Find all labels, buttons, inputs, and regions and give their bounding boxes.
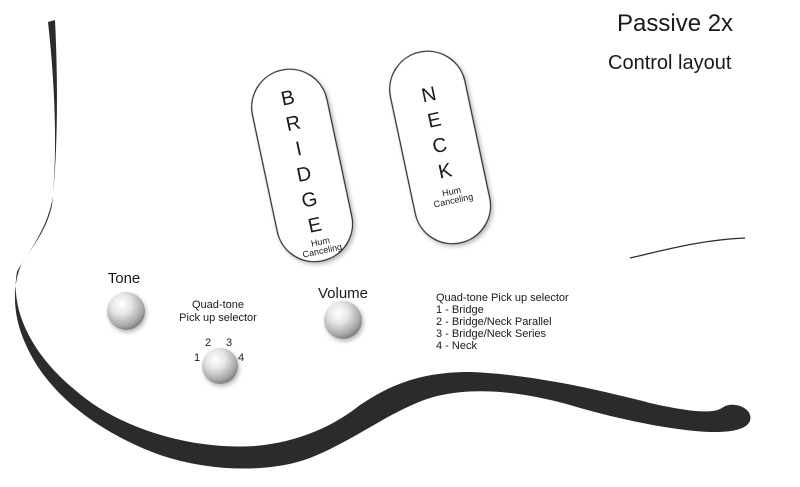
legend-item: 1 - Bridge <box>436 304 484 316</box>
legend-item: 3 - Bridge/Neck Series <box>436 328 547 340</box>
bridge-pickup-body <box>251 68 354 263</box>
neck-hum-label: Hum <box>441 185 462 199</box>
bridge-hum-label: Hum <box>310 235 331 249</box>
volume-label: Volume <box>318 285 368 302</box>
pickup-selector-knob[interactable] <box>202 348 238 384</box>
selector-position-1: 1 <box>194 352 200 364</box>
selector-legend: Quad-tone Pick up selector 1 - Bridge 2 … <box>436 292 569 352</box>
diagram-subtitle: Control layout <box>608 52 732 74</box>
bridge-letter: G <box>300 188 320 213</box>
bridge-pickup: B R I D G E Hum Canceling <box>251 68 354 263</box>
volume-knob[interactable] <box>324 301 362 339</box>
selector-position-3: 3 <box>226 337 232 349</box>
neck-letter: E <box>426 108 444 132</box>
bridge-letter: R <box>284 112 303 137</box>
selector-label-line2: Pick up selector <box>179 312 257 324</box>
tone-label: Tone <box>108 270 141 287</box>
neck-pickup-body <box>389 50 492 245</box>
guitar-body-outline <box>14 20 751 469</box>
bridge-letter: E <box>306 213 324 237</box>
neck-letter: K <box>436 159 454 183</box>
guitar-horn-edge <box>629 237 746 259</box>
legend-item: 2 - Bridge/Neck Parallel <box>436 316 552 328</box>
legend-heading: Quad-tone Pick up selector <box>436 292 569 304</box>
bridge-letter: D <box>295 163 314 188</box>
selector-label-line1: Quad-tone <box>192 299 244 311</box>
selector-position-2: 2 <box>205 337 211 349</box>
tone-knob[interactable] <box>107 292 145 330</box>
neck-letter: C <box>430 134 449 159</box>
selector-position-4: 4 <box>238 352 244 364</box>
neck-pickup: N E C K Hum Canceling <box>389 50 492 245</box>
bridge-letter: B <box>279 86 297 110</box>
bridge-letter: I <box>294 138 304 161</box>
diagram-title: Passive 2x <box>617 10 733 37</box>
neck-letter: N <box>420 83 439 108</box>
legend-item: 4 - Neck <box>436 340 477 352</box>
